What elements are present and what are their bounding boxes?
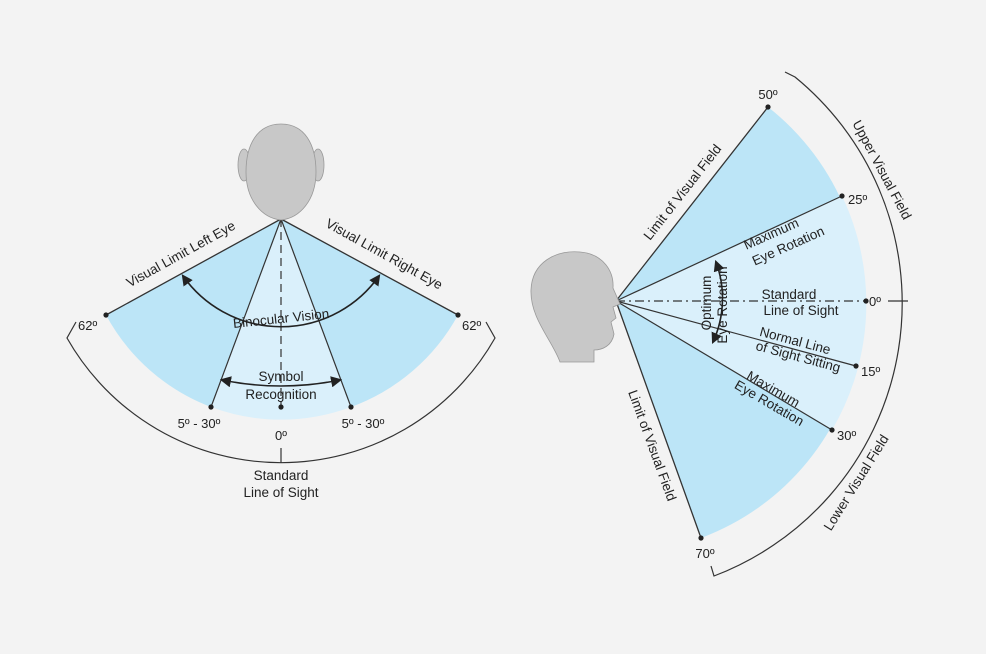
side-view: Limit of Visual Field Limit of Visual Fi…	[530, 71, 914, 577]
label-symbol: Symbol	[258, 369, 303, 384]
top-view: Visual Limit Left Eye Visual Limit Right…	[66, 123, 496, 500]
dot-right-5-30	[348, 404, 354, 410]
eye-rotation-wedge	[616, 196, 867, 430]
right-eye-field	[281, 219, 458, 407]
symbol-recognition-arrow	[219, 376, 343, 388]
symbol-recognition-zone	[211, 219, 351, 420]
label-standard-1: Standard	[762, 287, 817, 302]
dot-right-62	[455, 312, 461, 318]
label-angle-zero: 0º	[275, 428, 287, 443]
label-optimum-1: Optimum	[699, 276, 714, 331]
head-side-view-icon	[530, 251, 621, 363]
dot-30	[829, 427, 835, 433]
label-angle-0: 0º	[869, 294, 881, 309]
dot-zero	[278, 404, 284, 410]
side-bracket-arc	[710, 71, 903, 577]
label-optimum-2: Eye Rotation	[715, 266, 730, 343]
label-recognition: Recognition	[245, 387, 316, 402]
left-eye-limit-line	[105, 218, 282, 316]
label-angle-right-5-30: 5º - 30º	[342, 416, 385, 431]
head-top-view-icon	[237, 123, 325, 221]
label-angle-50: 50º	[758, 87, 777, 102]
label-standard: Standard	[254, 468, 309, 483]
label-line-of-sight: Line of Sight	[243, 485, 318, 500]
dot-left-5-30	[208, 404, 214, 410]
dot-70	[698, 535, 704, 541]
label-angle-70: 70º	[695, 546, 714, 561]
dot-0	[863, 298, 869, 304]
max-rotation-upper-line	[615, 195, 843, 302]
label-angle-30: 30º	[837, 428, 856, 443]
dot-50	[765, 104, 771, 110]
label-lower-visual-field: Lower Visual Field	[821, 432, 892, 533]
dot-15	[853, 363, 859, 369]
dot-25	[839, 193, 845, 199]
dot-left-62	[103, 312, 109, 318]
normal-sight-line	[615, 300, 857, 367]
left-recognition-line	[210, 218, 282, 408]
label-angle-right-62: 62º	[462, 318, 481, 333]
label-angle-left-62: 62º	[78, 318, 97, 333]
binocular-vision-arrow	[181, 274, 381, 328]
label-angle-25: 25º	[848, 192, 867, 207]
right-eye-limit-line	[280, 218, 459, 316]
right-recognition-line	[280, 218, 352, 408]
optimum-rotation-arrow	[711, 259, 725, 345]
upper-limit-line	[615, 106, 769, 302]
left-eye-field	[106, 219, 281, 407]
label-angle-15: 15º	[861, 364, 880, 379]
max-rotation-lower-line	[615, 300, 833, 431]
lower-limit-line	[615, 300, 702, 539]
label-standard-2: Line of Sight	[763, 303, 838, 318]
label-angle-left-5-30: 5º - 30º	[178, 416, 221, 431]
